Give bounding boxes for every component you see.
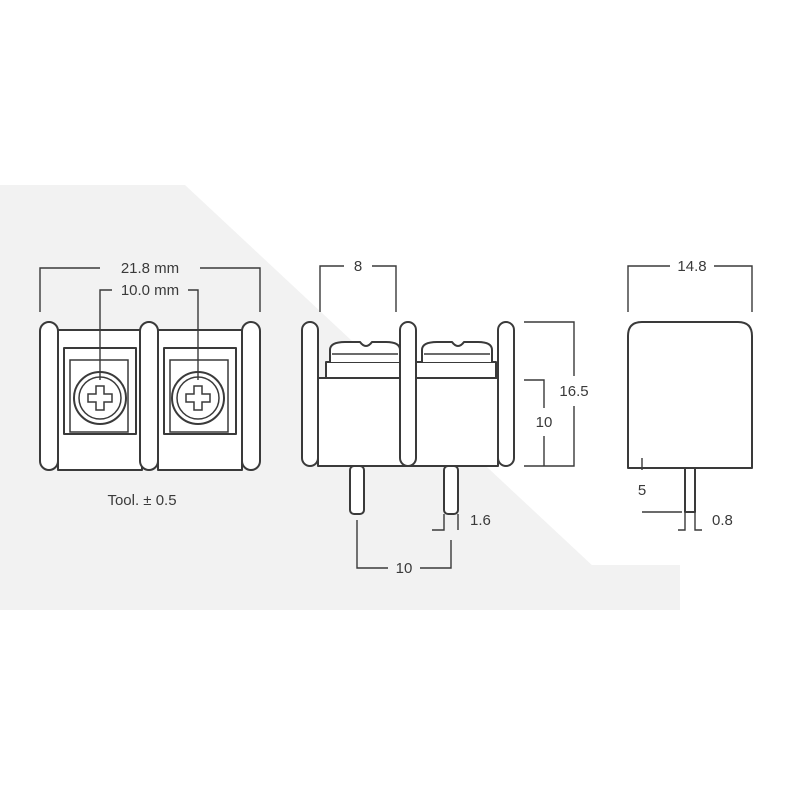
end-body <box>627 321 753 469</box>
end-view: 14.8 5 0.8 <box>627 258 753 531</box>
label-total-height: 16.5 <box>559 383 588 400</box>
label-overall-width: 21.8 mm <box>121 260 179 277</box>
side-barrier-middle <box>399 321 417 467</box>
barrier-left <box>39 321 59 471</box>
dim-line-pitch <box>99 289 199 380</box>
barrier-right <box>241 321 261 471</box>
dim-line-top-width <box>319 265 397 312</box>
tolerance-note: Tool. ± 0.5 <box>107 492 176 509</box>
label-pitch: 10.0 mm <box>121 282 179 299</box>
label-pin-pitch: 10 <box>396 560 413 577</box>
label-body-height: 10 <box>536 414 553 431</box>
cross-slot-icon <box>87 385 113 411</box>
label-pin-thickness: 0.8 <box>712 512 733 529</box>
end-pin <box>684 467 696 513</box>
label-top-width: 8 <box>354 258 362 275</box>
side-screw-left <box>329 341 401 363</box>
dim-line-pin-length <box>641 458 682 513</box>
dim-line-pin-pitch <box>356 520 452 569</box>
dim-line-body-height <box>524 379 545 466</box>
front-view: 21.8 mm 10.0 mm Tool. ± 0.5 <box>39 260 261 509</box>
barrier-middle <box>139 321 159 471</box>
dim-line-overall-width <box>39 267 261 312</box>
side-clamp-left <box>325 361 407 379</box>
pin-left <box>349 465 365 515</box>
label-pin-length: 5 <box>638 482 646 499</box>
side-clamp-right <box>415 361 497 379</box>
side-screw-right <box>421 341 493 363</box>
dim-line-total-height <box>524 321 575 467</box>
label-pin-width: 1.6 <box>470 512 491 529</box>
dim-line-pin-width <box>432 514 459 531</box>
dim-line-depth <box>627 265 753 312</box>
side-view: 8 16.5 10 1.6 10 <box>301 258 589 577</box>
cross-slot-icon <box>185 385 211 411</box>
dim-line-pin-thickness <box>678 512 702 531</box>
side-barrier-right <box>497 321 515 467</box>
side-barrier-left <box>301 321 319 467</box>
pin-right <box>443 465 459 515</box>
label-depth: 14.8 <box>677 258 706 275</box>
